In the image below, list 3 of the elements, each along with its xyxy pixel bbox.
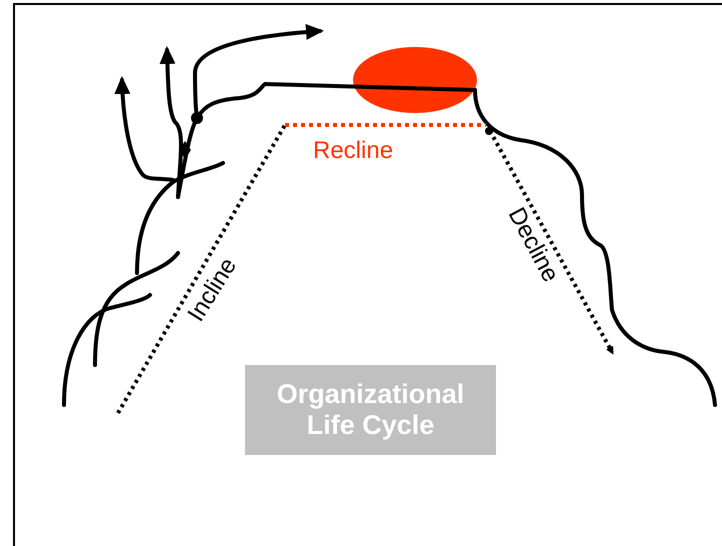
title-box [245,365,496,455]
recline-label: Recline [313,139,394,163]
title-text: Organizational Life Cycle [276,378,466,442]
